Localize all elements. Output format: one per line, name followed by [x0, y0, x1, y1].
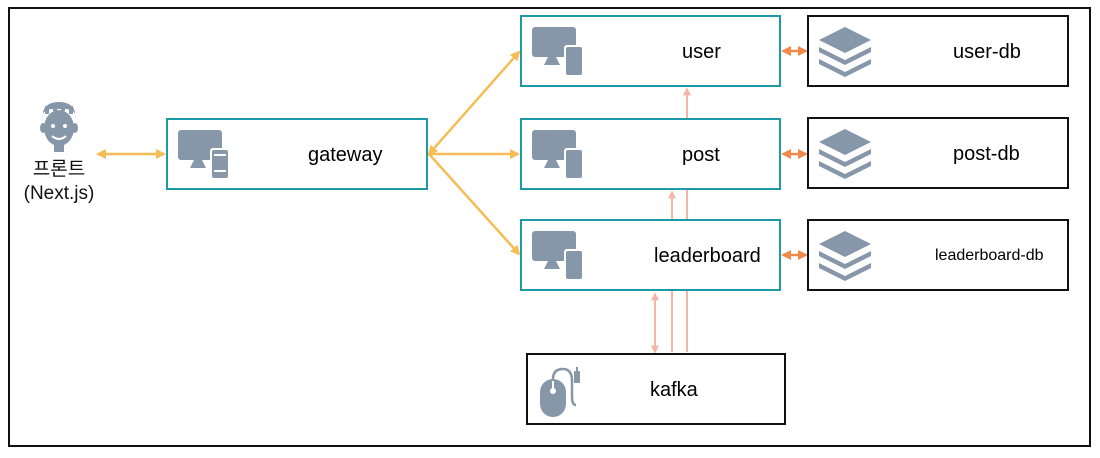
client-node: 프론트 (Next.js)	[14, 98, 104, 206]
gateway-user-arrow	[427, 50, 521, 156]
user-face-icon	[40, 102, 78, 152]
devices-icon	[532, 27, 584, 77]
leaderboard-db-label: leaderboard-db	[935, 247, 1044, 264]
leaderboard-db-node: leaderboard-db	[807, 219, 1069, 291]
gateway-label: gateway	[308, 144, 383, 166]
post-service-node: post	[520, 118, 781, 190]
post-db-node: post-db	[807, 117, 1069, 189]
kafka-label: kafka	[650, 379, 698, 401]
layers-icon	[819, 129, 871, 179]
client-label-korean: 프론트	[32, 159, 86, 180]
layers-icon	[819, 231, 871, 281]
layers-icon	[819, 27, 871, 77]
user-db-label: user-db	[953, 41, 1021, 63]
kafka-node: kafka	[526, 353, 786, 425]
leaderboard-service-node: leaderboard	[520, 219, 781, 291]
post-service-label: post	[682, 144, 720, 166]
devices-icon	[532, 130, 584, 180]
devices-icon	[178, 130, 230, 180]
user-db-node: user-db	[807, 15, 1069, 87]
devices-icon	[532, 231, 584, 281]
diagram-frame	[8, 7, 1091, 447]
user-service-label: user	[682, 41, 721, 63]
gateway-node: gateway	[166, 118, 428, 190]
client-label-tech: (Next.js)	[23, 183, 95, 204]
gateway-leaderboard-arrow	[428, 153, 521, 256]
leaderboard-service-label: leaderboard	[654, 245, 761, 267]
post-db-label: post-db	[953, 143, 1020, 165]
mouse-icon	[540, 367, 580, 417]
user-service-node: user	[520, 15, 781, 87]
